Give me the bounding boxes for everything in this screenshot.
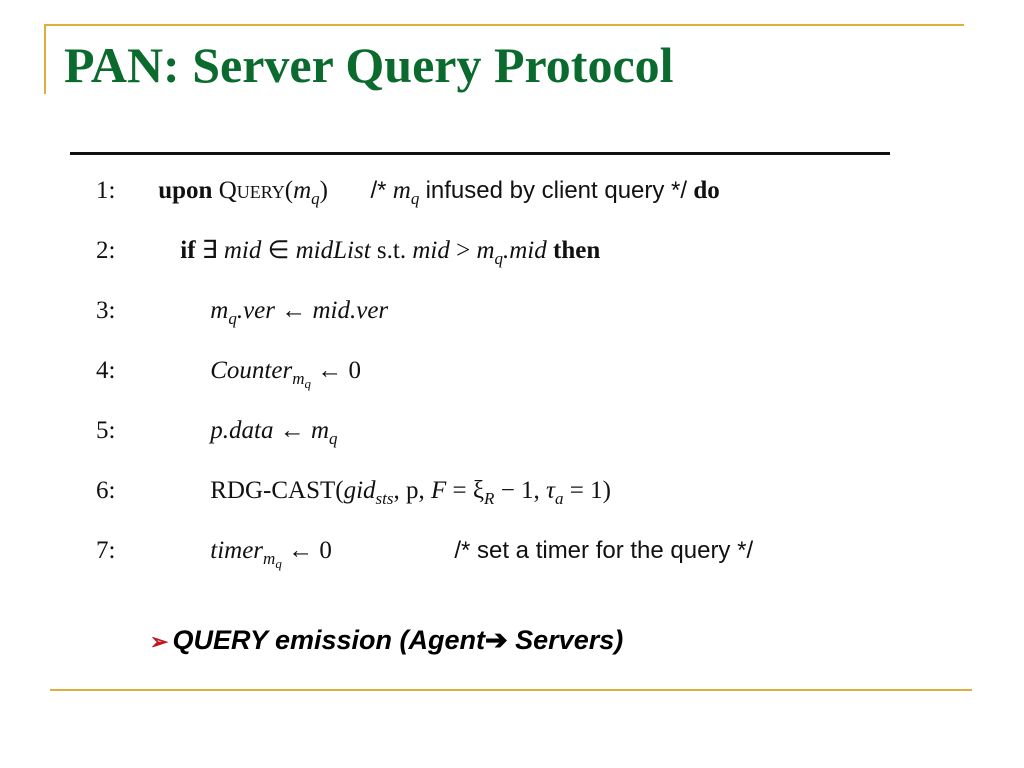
sub-q: q (410, 189, 420, 208)
eq-xi: = ξ (452, 477, 485, 504)
algorithm-top-rule (70, 152, 890, 155)
line-number: 1: (96, 177, 116, 204)
frame-left-rule (44, 24, 46, 94)
field-ver: .ver (236, 297, 275, 324)
var-timer: timer (210, 537, 264, 564)
var-m: m (476, 237, 495, 264)
bullet-text-part-1: QUERY emission (Agent (172, 625, 486, 655)
keyword-upon: upon (158, 177, 213, 204)
frame-bottom-rule (50, 689, 972, 691)
line-number: 5: (96, 417, 116, 444)
line-number: 4: (96, 357, 116, 384)
slide-title: PAN: Server Query Protocol (64, 37, 674, 93)
var-mid: mid (223, 237, 262, 264)
gt-symbol: > (456, 237, 471, 264)
line-number: 3: (96, 297, 116, 324)
sub-sts: sts (375, 489, 394, 508)
keyword-if: if (180, 237, 196, 264)
right-arrow-icon: ➔ (485, 625, 508, 655)
comment-open: /* (370, 177, 387, 204)
var-gid: gid (343, 477, 376, 504)
var-F: F (431, 477, 447, 504)
comment-text: infused by client query */ (425, 177, 688, 204)
var-tau: τ (546, 477, 555, 504)
arrowhead-bullet-icon: ➢ (150, 629, 169, 654)
bullet-item: ➢QUERY emission (Agent➔ Servers) (150, 620, 623, 662)
procedure-query: Query (218, 177, 285, 204)
line-number: 7: (96, 537, 116, 564)
sub-q: q (228, 309, 237, 328)
such-that: s.t. (376, 237, 407, 264)
sub-a: a (555, 489, 564, 508)
value-zero: 0 (319, 537, 332, 564)
comment-text: /* set a timer for the query */ (454, 537, 754, 564)
var-p-data: p.data (210, 417, 274, 444)
assign-arrow-icon: ← (279, 417, 305, 444)
assign-arrow-icon: ← (317, 357, 343, 384)
assign-arrow-icon: ← (281, 297, 307, 324)
algorithm-line-1: 1: upon Query(mq) /* mq infused by clien… (96, 166, 720, 216)
value-zero: 0 (348, 357, 361, 384)
var-m: m (392, 177, 411, 204)
sub-m: m (292, 369, 305, 388)
algorithm-line-2: 2: if ∃ mid ∈ midList s.t. mid > mq.mid … (96, 226, 600, 276)
minus-one: − 1, (500, 477, 540, 504)
sub-m: m (263, 549, 276, 568)
line-number: 6: (96, 477, 116, 504)
var-m: m (293, 177, 312, 204)
algorithm-line-4: 4: Countermq ← 0 (96, 346, 361, 396)
sub-q: q (494, 249, 504, 268)
sub-R: R (484, 489, 495, 508)
algorithm-line-6: 6: RDG-CAST(gidsts, p, F = ξR − 1, τa = … (96, 466, 611, 516)
sub-q: q (311, 189, 320, 208)
assign-arrow-icon: ← (288, 537, 314, 564)
frame-top-rule (44, 24, 964, 26)
keyword-then: then (553, 237, 601, 264)
var-mid: mid (412, 237, 450, 264)
algorithm-line-7: 7: timermq ← 0 /* set a timer for the qu… (96, 526, 753, 576)
line-number: 2: (96, 237, 116, 264)
field-mid: .mid (503, 237, 547, 264)
sub-q: q (275, 556, 282, 571)
procedure-rdg-cast: RDG-CAST( (210, 477, 344, 504)
in-symbol: ∈ (267, 237, 290, 264)
keyword-do: do (693, 177, 720, 204)
var-m: m (310, 417, 330, 444)
var-m: m (210, 297, 229, 324)
sub-q: q (304, 376, 311, 391)
arg-p: , p, (393, 477, 425, 504)
var-counter: Counter (210, 357, 293, 384)
var-mid-ver: mid.ver (312, 297, 389, 324)
algorithm-line-3: 3: mq.ver ← mid.ver (96, 286, 388, 336)
algorithm-line-5: 5: p.data ← mq (96, 406, 338, 456)
eq-one: = 1) (569, 477, 611, 504)
bullet-text-part-2: Servers) (507, 625, 624, 655)
exists-symbol: ∃ (201, 237, 218, 264)
var-midlist: midList (295, 237, 371, 264)
sub-q: q (329, 429, 338, 448)
paren-close: ) (319, 177, 328, 204)
